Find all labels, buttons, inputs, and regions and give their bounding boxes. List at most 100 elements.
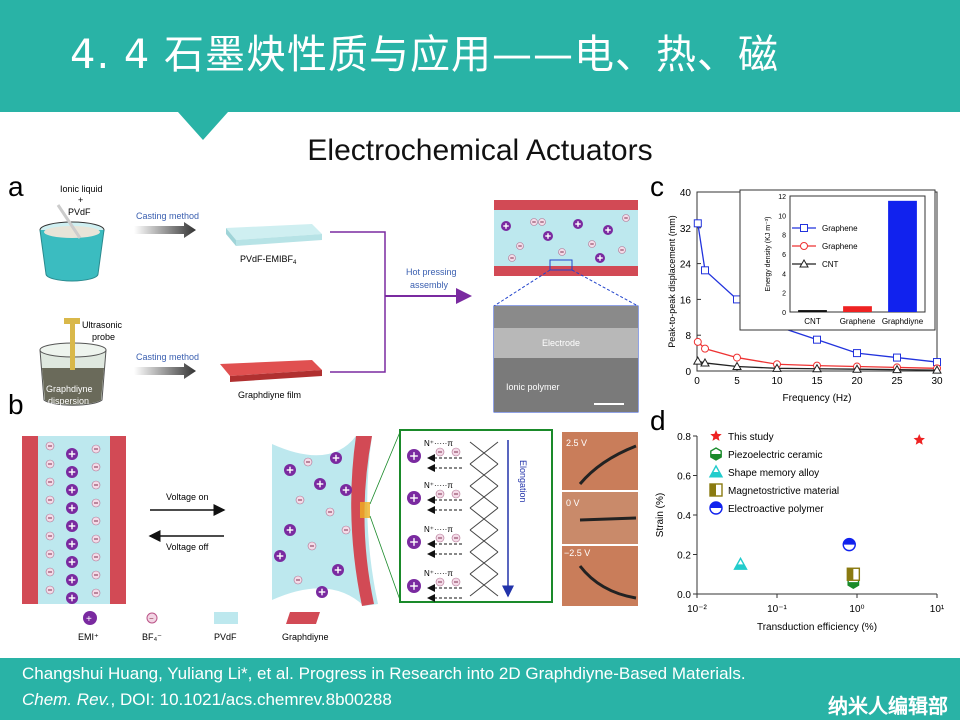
y-tick-label: 0.8 <box>677 432 691 443</box>
data-point <box>710 430 722 441</box>
x-tick-label: 30 <box>931 376 943 387</box>
citation-doi: , DOI: 10.1021/acs.chemrev.8b00288 <box>110 690 392 709</box>
data-point <box>852 364 862 373</box>
pvdf-film <box>226 224 322 246</box>
lattice-segment <box>469 441 499 465</box>
brand-logo: 纳米人编辑部 <box>828 694 948 718</box>
y-tick-label: 0 <box>685 367 691 378</box>
legend-label: EMI⁺ <box>78 632 99 642</box>
cation-icon <box>66 502 78 514</box>
legend-label: Electroactive polymer <box>728 504 824 515</box>
legend-label: This study <box>728 432 774 443</box>
data-point-fill <box>843 538 856 545</box>
series-line <box>697 223 938 363</box>
anion-icon <box>91 480 101 490</box>
cation-icon <box>66 556 78 568</box>
cation-icon <box>543 231 553 241</box>
anion-icon <box>588 240 596 248</box>
anion-icon <box>91 444 101 454</box>
anion-icon <box>508 254 516 262</box>
beaker2-label-1: Ultrasonic <box>82 320 123 330</box>
casting-method-1: Casting method <box>136 211 199 221</box>
anion-icon <box>435 489 445 499</box>
data-point <box>701 266 709 275</box>
anion-icon <box>91 516 101 526</box>
anion-icon <box>622 214 630 222</box>
connector-line <box>330 231 386 373</box>
legend-pvdf-swatch <box>214 612 238 624</box>
cation-icon <box>314 478 326 490</box>
arrow-icon <box>134 363 196 379</box>
cation-icon <box>66 466 78 478</box>
header-bar <box>0 0 960 140</box>
footer-bar <box>0 658 960 720</box>
data-point <box>692 356 703 365</box>
np-label: N⁺·····π <box>424 481 453 490</box>
x-tick-label: 15 <box>811 376 823 387</box>
sem-image <box>493 305 639 413</box>
data-point <box>853 349 861 358</box>
citation-journal: Chem. Rev. <box>22 690 111 709</box>
anion-icon <box>530 218 538 226</box>
arrow-icon <box>134 222 196 238</box>
cation-icon <box>284 524 296 536</box>
photo-voltage-1: 2.5 V <box>566 438 587 448</box>
hot-press-label-1: Hot pressing <box>406 267 457 277</box>
lattice-segment <box>469 507 499 531</box>
cation-icon <box>332 564 344 576</box>
anion-icon <box>45 459 55 469</box>
y-tick-label: 0.4 <box>677 511 691 522</box>
photo-strips <box>562 432 638 606</box>
anion-icon <box>325 507 335 517</box>
cation-icon <box>407 579 421 593</box>
anion-icon <box>45 549 55 559</box>
beaker-icon <box>39 318 107 406</box>
x-tick-label: 10⁻² <box>687 604 707 615</box>
anion-icon <box>435 447 445 457</box>
cation-icon <box>66 484 78 496</box>
slide-subtitle: Electrochemical Actuators <box>307 134 653 167</box>
y-tick-label: 24 <box>680 260 692 271</box>
beaker1-label-2: + <box>78 195 83 205</box>
data-point <box>772 363 782 372</box>
y-tick-label: 40 <box>680 188 692 199</box>
legend-emi: + <box>83 611 97 625</box>
flat-device <box>22 436 126 604</box>
mechanism-zoom: N⁺·····πN⁺·····πN⁺·····πN⁺·····π <box>399 429 553 603</box>
svg-text:−: − <box>149 614 154 623</box>
anion-icon <box>45 441 55 451</box>
data-point <box>733 353 741 362</box>
data-point-fill <box>848 582 859 589</box>
data-point <box>733 295 741 304</box>
data-point-fill <box>847 568 854 581</box>
x-tick-label: 25 <box>891 376 903 387</box>
cation-icon <box>407 449 421 463</box>
cation-icon <box>274 550 286 562</box>
y-axis-label: Peak-to-peak displacement (mm) <box>667 215 677 348</box>
anion-icon <box>91 498 101 508</box>
anion-icon <box>451 447 461 457</box>
x-tick-label: 5 <box>734 376 740 387</box>
cation-icon <box>66 574 78 586</box>
x-tick-label: 10⁰ <box>849 604 864 615</box>
voltage-off-label: Voltage off <box>166 542 209 552</box>
sem-ionic-label: Ionic polymer <box>506 382 560 392</box>
photo-voltage-3: −2.5 V <box>564 548 590 558</box>
anion-icon <box>558 248 566 256</box>
data-point <box>892 364 902 374</box>
beaker2-label-2: probe <box>92 332 115 342</box>
anion-icon <box>293 575 303 585</box>
legend-marker <box>800 242 808 250</box>
inset-y-tick-label: 12 <box>778 194 786 201</box>
cation-icon <box>501 221 511 231</box>
anion-icon <box>341 525 351 535</box>
cation-icon <box>66 538 78 550</box>
anion-icon <box>91 534 101 544</box>
elongation-label: Elongation <box>518 460 528 503</box>
y-tick-label: 0.2 <box>677 551 691 562</box>
legend-label: Shape memory alloy <box>728 468 819 479</box>
anion-icon <box>618 246 626 254</box>
x-axis-label: Transduction efficiency (%) <box>757 622 877 633</box>
y-tick-label: 0.0 <box>677 590 691 601</box>
